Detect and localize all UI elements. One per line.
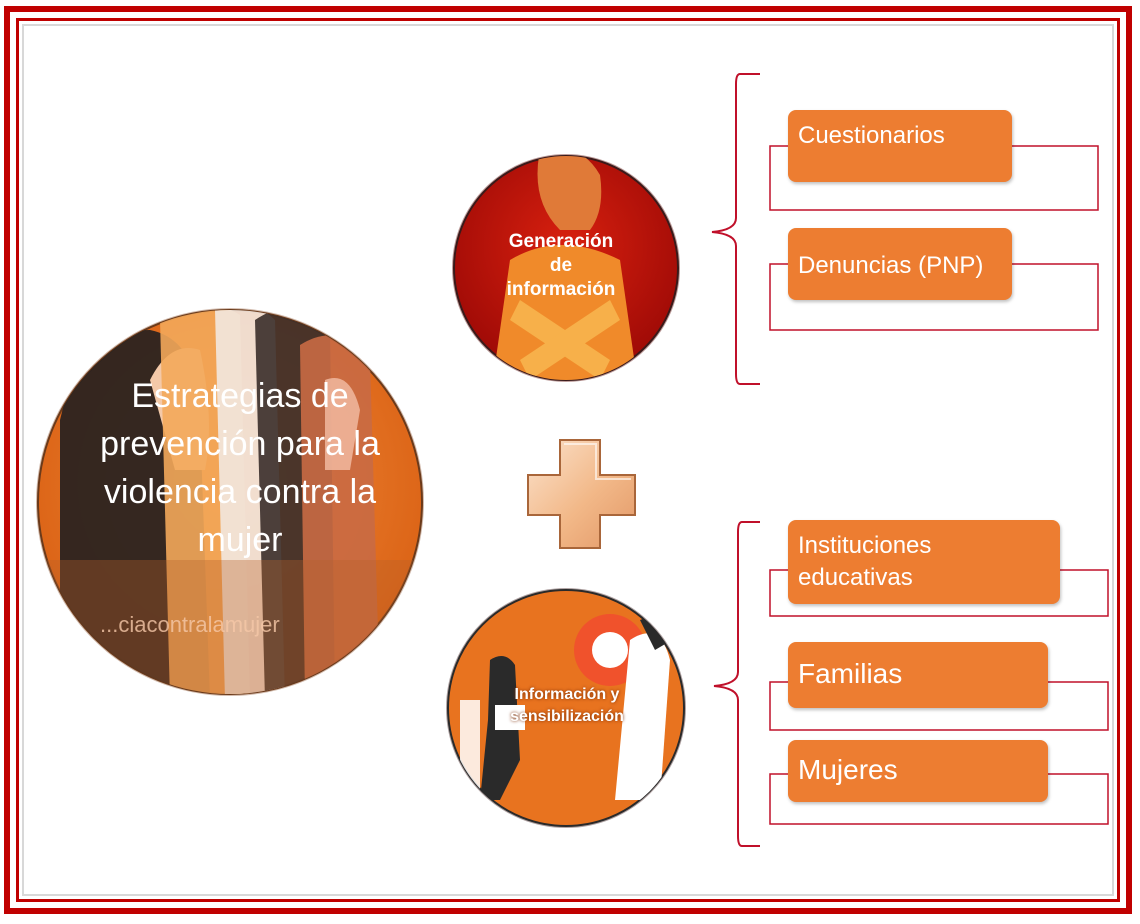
- bottom-circle-title: Información y sensibilización: [510, 686, 624, 725]
- main-circle-title: Estrategias de prevención para la violen…: [100, 377, 380, 559]
- plus-sign-icon: [527, 439, 636, 549]
- box-instituciones-educativas: Instituciones educativas: [788, 520, 1060, 604]
- megaphone-illustration: [460, 614, 672, 810]
- top-bracket: [711, 73, 760, 385]
- top-circle-title: Generación de información: [506, 231, 616, 300]
- bottom-circle: [446, 588, 686, 828]
- inner-frame: [16, 18, 1120, 902]
- box-familias: Familias: [788, 642, 1048, 708]
- frame-shadow: [22, 24, 1114, 896]
- box-mujeres: Mujeres: [788, 740, 1048, 802]
- main-circle-hashtag: ...ciacontralamujer: [100, 612, 280, 637]
- top-circle: [452, 154, 680, 382]
- box-connectors: [769, 145, 1109, 825]
- box-cuestionarios: Cuestionarios: [788, 110, 1012, 182]
- box-denuncias: Denuncias (PNP): [788, 228, 1012, 300]
- bottom-bracket: [713, 521, 760, 847]
- woman-silhouette: [490, 156, 640, 380]
- outer-frame: [4, 6, 1132, 914]
